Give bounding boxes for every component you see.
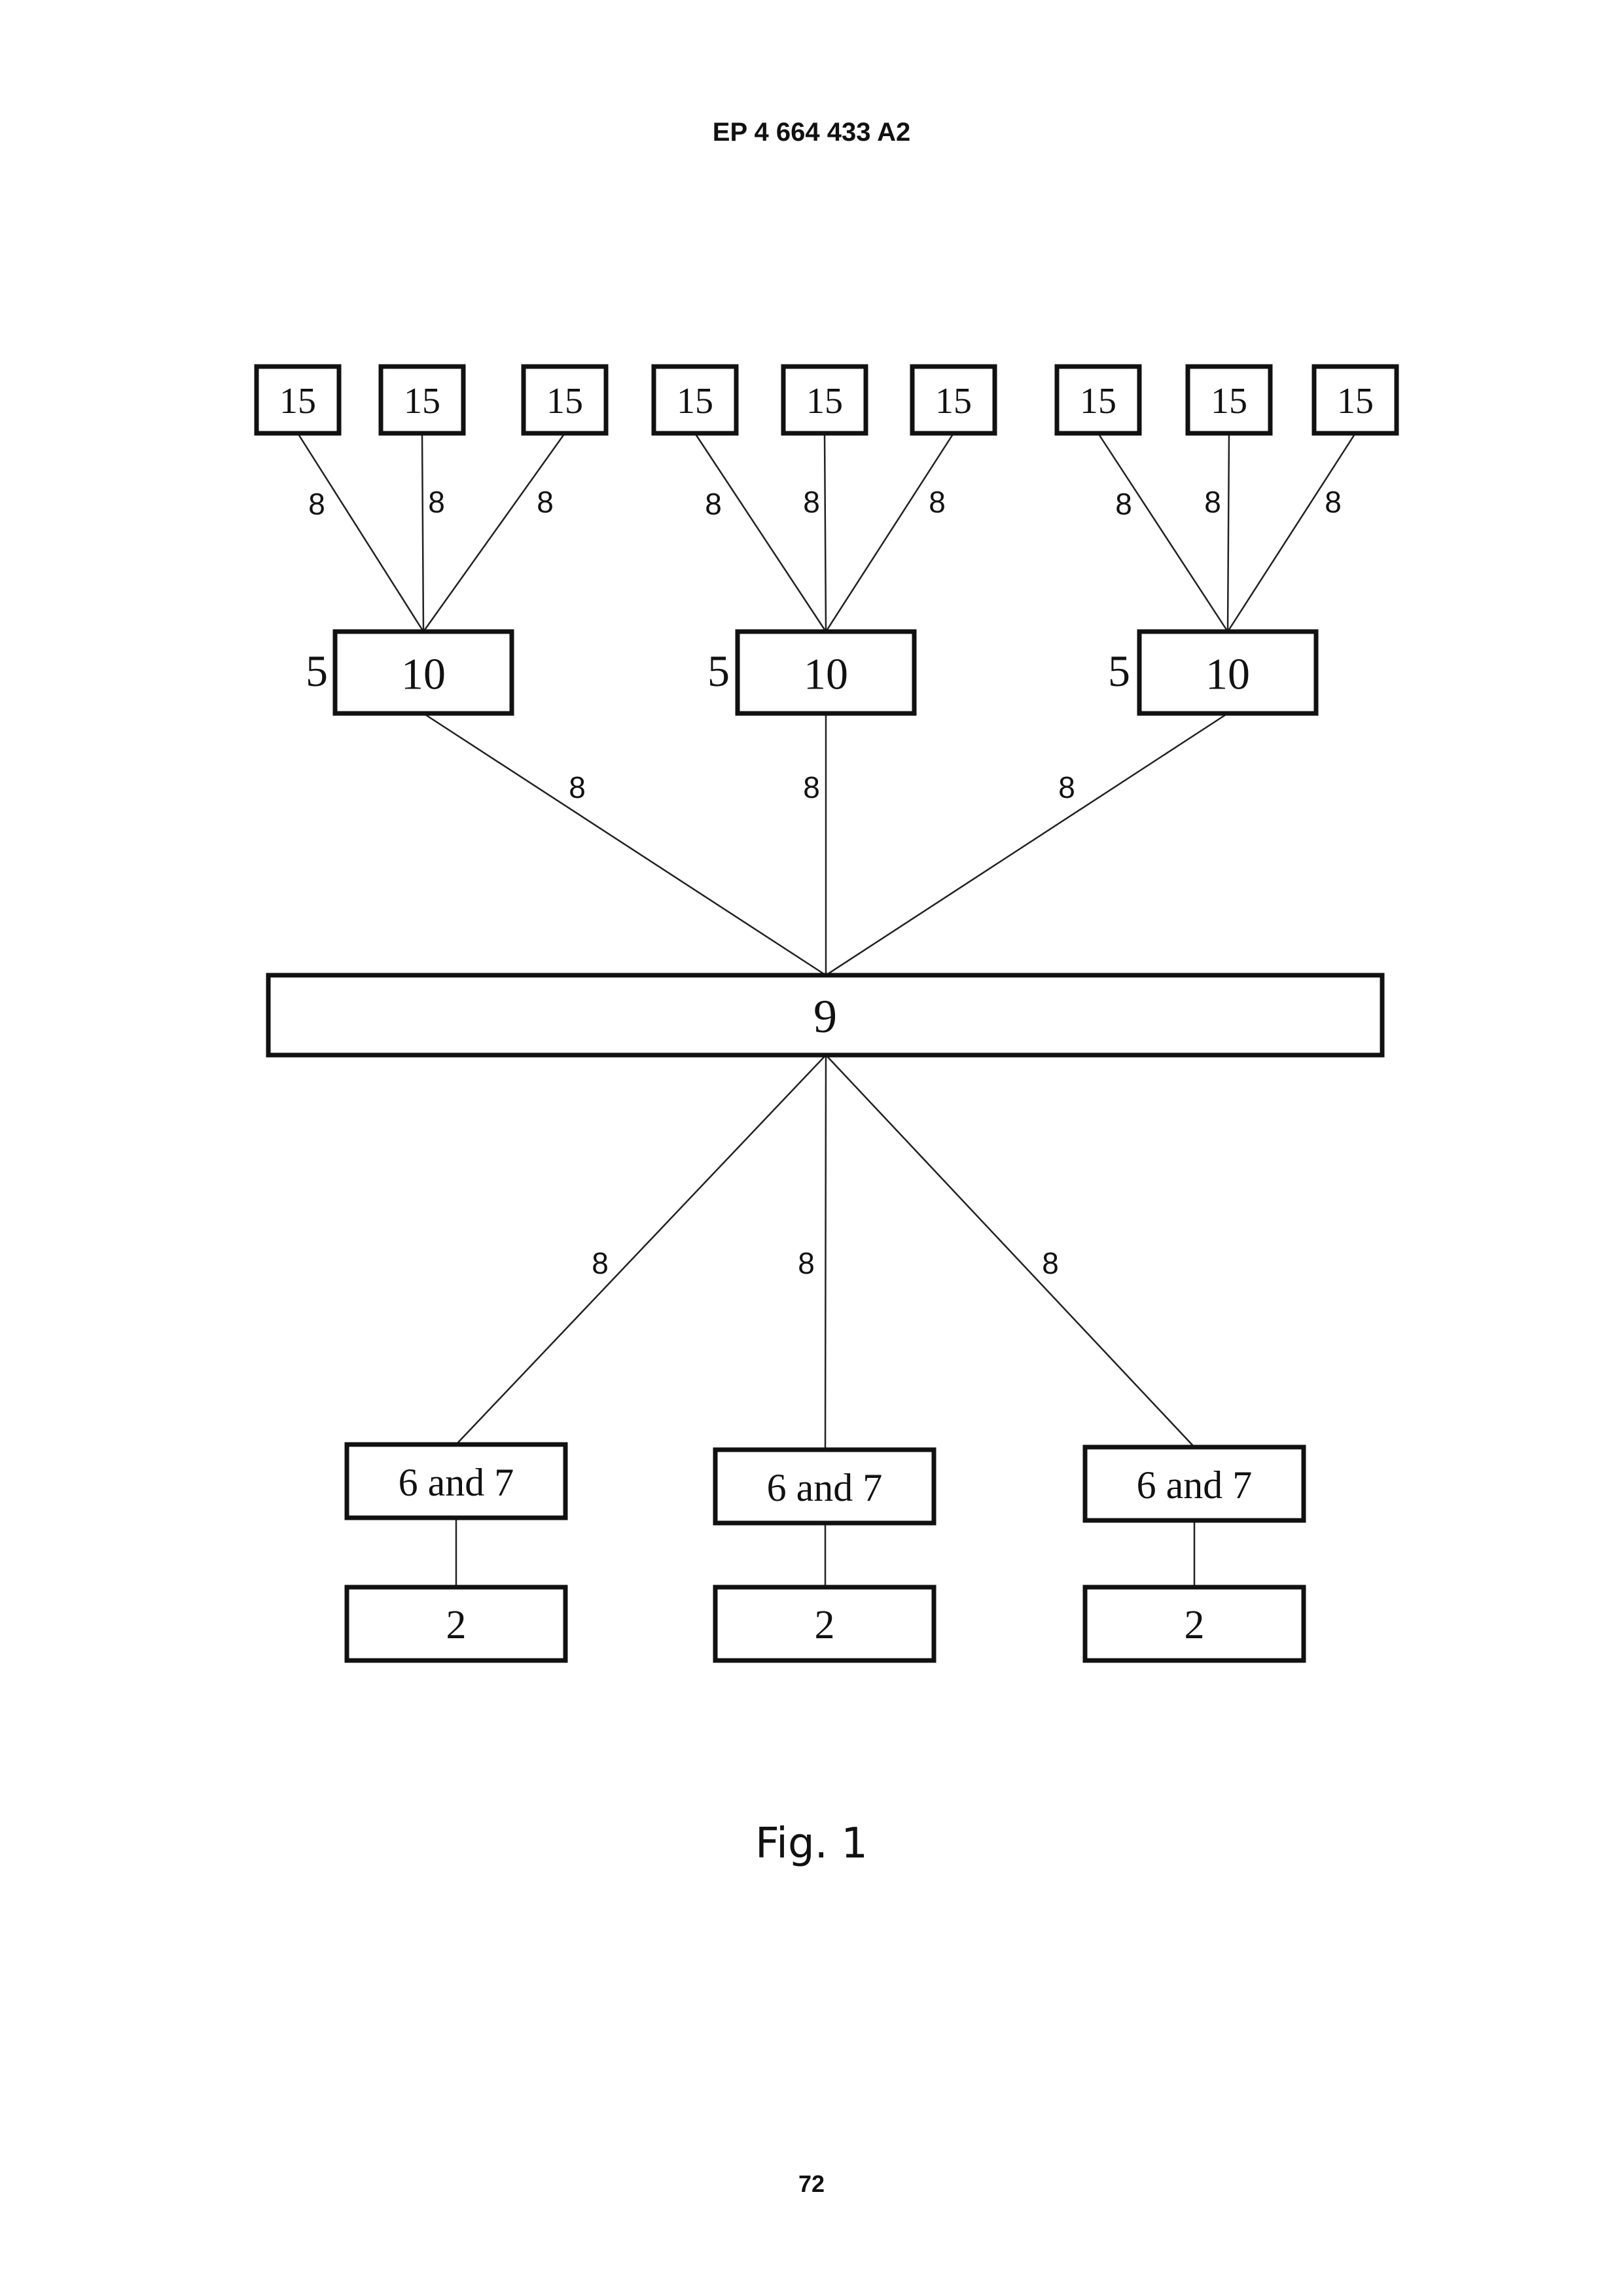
node-15-g1-2-label: 15 [935, 381, 972, 422]
box-6-and-7-1-label: 6 and 7 [767, 1466, 883, 1509]
hub-10-2-label: 10 [1205, 649, 1250, 699]
hub-10-1-label: 10 [804, 649, 848, 699]
link-label-mid-0: 8 [569, 770, 586, 804]
link-top-2-2 [1228, 433, 1355, 632]
link-label-bottom-0: 8 [592, 1246, 609, 1280]
link-top-0-0 [298, 433, 423, 632]
link-label-top-1-2: 8 [929, 485, 946, 519]
hub-side-label-1: 5 [707, 646, 730, 696]
link-label-bottom-2: 8 [1042, 1246, 1059, 1280]
link-label-top-1-1: 8 [803, 485, 820, 519]
link-top-0-1 [422, 433, 423, 632]
link-top-1-1 [825, 433, 826, 632]
box-6-and-7-2-label: 6 and 7 [1137, 1463, 1253, 1507]
link-label-top-0-2: 8 [537, 485, 554, 519]
node-15-g0-2-label: 15 [546, 381, 583, 422]
hub-side-label-2: 5 [1108, 646, 1130, 696]
link-label-top-0-1: 8 [428, 485, 445, 519]
link-label-top-0-0: 8 [308, 487, 325, 521]
link-label-top-2-1: 8 [1204, 485, 1221, 519]
hub-side-label-0: 5 [306, 646, 328, 696]
box-6-and-7-0-label: 6 and 7 [399, 1461, 514, 1504]
link-label-top-2-2: 8 [1325, 485, 1342, 519]
link-top-1-2 [826, 433, 954, 632]
node-15-g0-1-label: 15 [404, 381, 440, 422]
link-label-top-2-0: 8 [1115, 487, 1132, 521]
link-top-1-0 [695, 433, 826, 632]
box-2-0-label: 2 [446, 1603, 467, 1647]
node-15-g1-0-label: 15 [677, 381, 713, 422]
link-hub-0 [423, 713, 826, 975]
figure-caption: Fig. 1 [0, 1820, 1623, 1868]
node-15-g1-1-label: 15 [806, 381, 843, 422]
page-number: 72 [0, 2170, 1623, 2198]
link-bottom-2 [826, 1055, 1194, 1447]
node-15-g0-0-label: 15 [279, 381, 316, 422]
center-box-9-label: 9 [813, 990, 837, 1043]
box-2-1-label: 2 [815, 1603, 835, 1647]
node-15-g2-0-label: 15 [1080, 381, 1116, 422]
link-top-0-2 [423, 433, 565, 632]
box-2-2-label: 2 [1185, 1603, 1205, 1647]
link-top-2-1 [1228, 433, 1229, 632]
hub-10-0-label: 10 [401, 649, 446, 699]
link-bottom-0 [456, 1055, 826, 1444]
node-15-g2-1-label: 15 [1211, 381, 1247, 422]
link-label-bottom-1: 8 [798, 1246, 815, 1280]
node-15-g2-2-label: 15 [1337, 381, 1374, 422]
link-bottom-1 [825, 1055, 826, 1450]
link-label-mid-2: 8 [1058, 770, 1075, 804]
link-top-2-0 [1098, 433, 1228, 632]
link-hub-2 [826, 713, 1228, 975]
link-label-mid-1: 8 [803, 770, 820, 804]
link-label-top-1-0: 8 [705, 487, 722, 521]
